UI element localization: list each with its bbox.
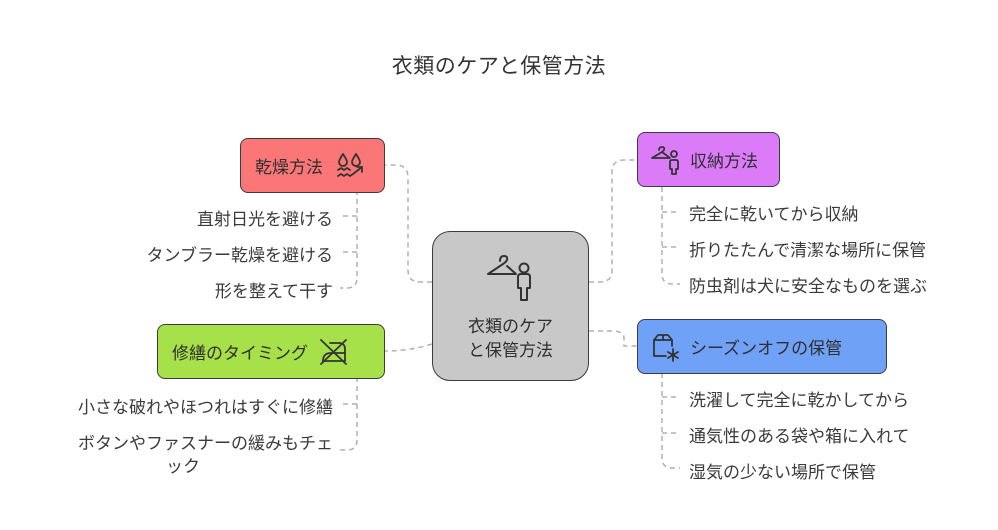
box-snowflake-icon [650, 332, 680, 362]
storage-item-3: 防虫剤は犬に安全なものを選ぶ [689, 277, 927, 297]
drying-label: 乾燥方法 [255, 158, 323, 178]
connector-offseason-leaves [661, 373, 680, 469]
drying-item-3: 形を整えて干す [214, 282, 333, 302]
repair-label: 修繕のタイミング [172, 344, 308, 364]
connector-repair-leaves [340, 377, 358, 451]
repair-node[interactable]: 修繕のタイミング [157, 324, 385, 379]
offseason-label: シーズンオフの保管 [690, 339, 843, 359]
offseason-item-2: 通気性のある袋や箱に入れて [689, 427, 910, 447]
offseason-item-3: 湿気の少ない場所で保管 [689, 463, 876, 483]
offseason-node[interactable]: シーズンオフの保管 [637, 319, 887, 374]
connector-storage-leaves [661, 187, 680, 285]
diagram-title: 衣類のケアと保管方法 [391, 54, 607, 78]
connector-drying [385, 164, 432, 283]
offseason-item-1: 洗濯して完全に乾かしてから [689, 391, 909, 411]
repair-item-1: 小さな破れやほつれはすぐに修繕 [78, 398, 333, 418]
storage-node[interactable]: 収納方法 [637, 132, 780, 187]
drying-node[interactable]: 乾燥方法 [240, 138, 385, 193]
no-iron-icon [318, 337, 348, 367]
connector-storage [589, 159, 637, 283]
repair-item-2: ボタンやファスナーの緩みもチェ [78, 434, 333, 454]
storage-item-1: 完全に乾いてから収納 [689, 205, 859, 225]
water-drops-icon [335, 151, 365, 181]
drying-item-1: 直射日光を避ける [197, 210, 333, 230]
connector-drying-leaves [340, 190, 358, 289]
center-label-line1: 衣類のケア [468, 317, 553, 337]
hanger-person-icon [486, 254, 536, 307]
connector-offseason [589, 330, 637, 347]
center-label-line2: と保管方法 [468, 341, 553, 361]
center-node[interactable]: 衣類のケア と保管方法 [432, 231, 589, 381]
hanger-hand-icon [650, 145, 680, 175]
connector-repair [384, 343, 433, 352]
repair-item-3: ック [166, 457, 200, 477]
storage-item-2: 折りたたんで清潔な場所に保管 [689, 241, 927, 261]
storage-label: 収納方法 [690, 152, 758, 172]
drying-item-2: タンブラー乾燥を避ける [146, 246, 334, 266]
